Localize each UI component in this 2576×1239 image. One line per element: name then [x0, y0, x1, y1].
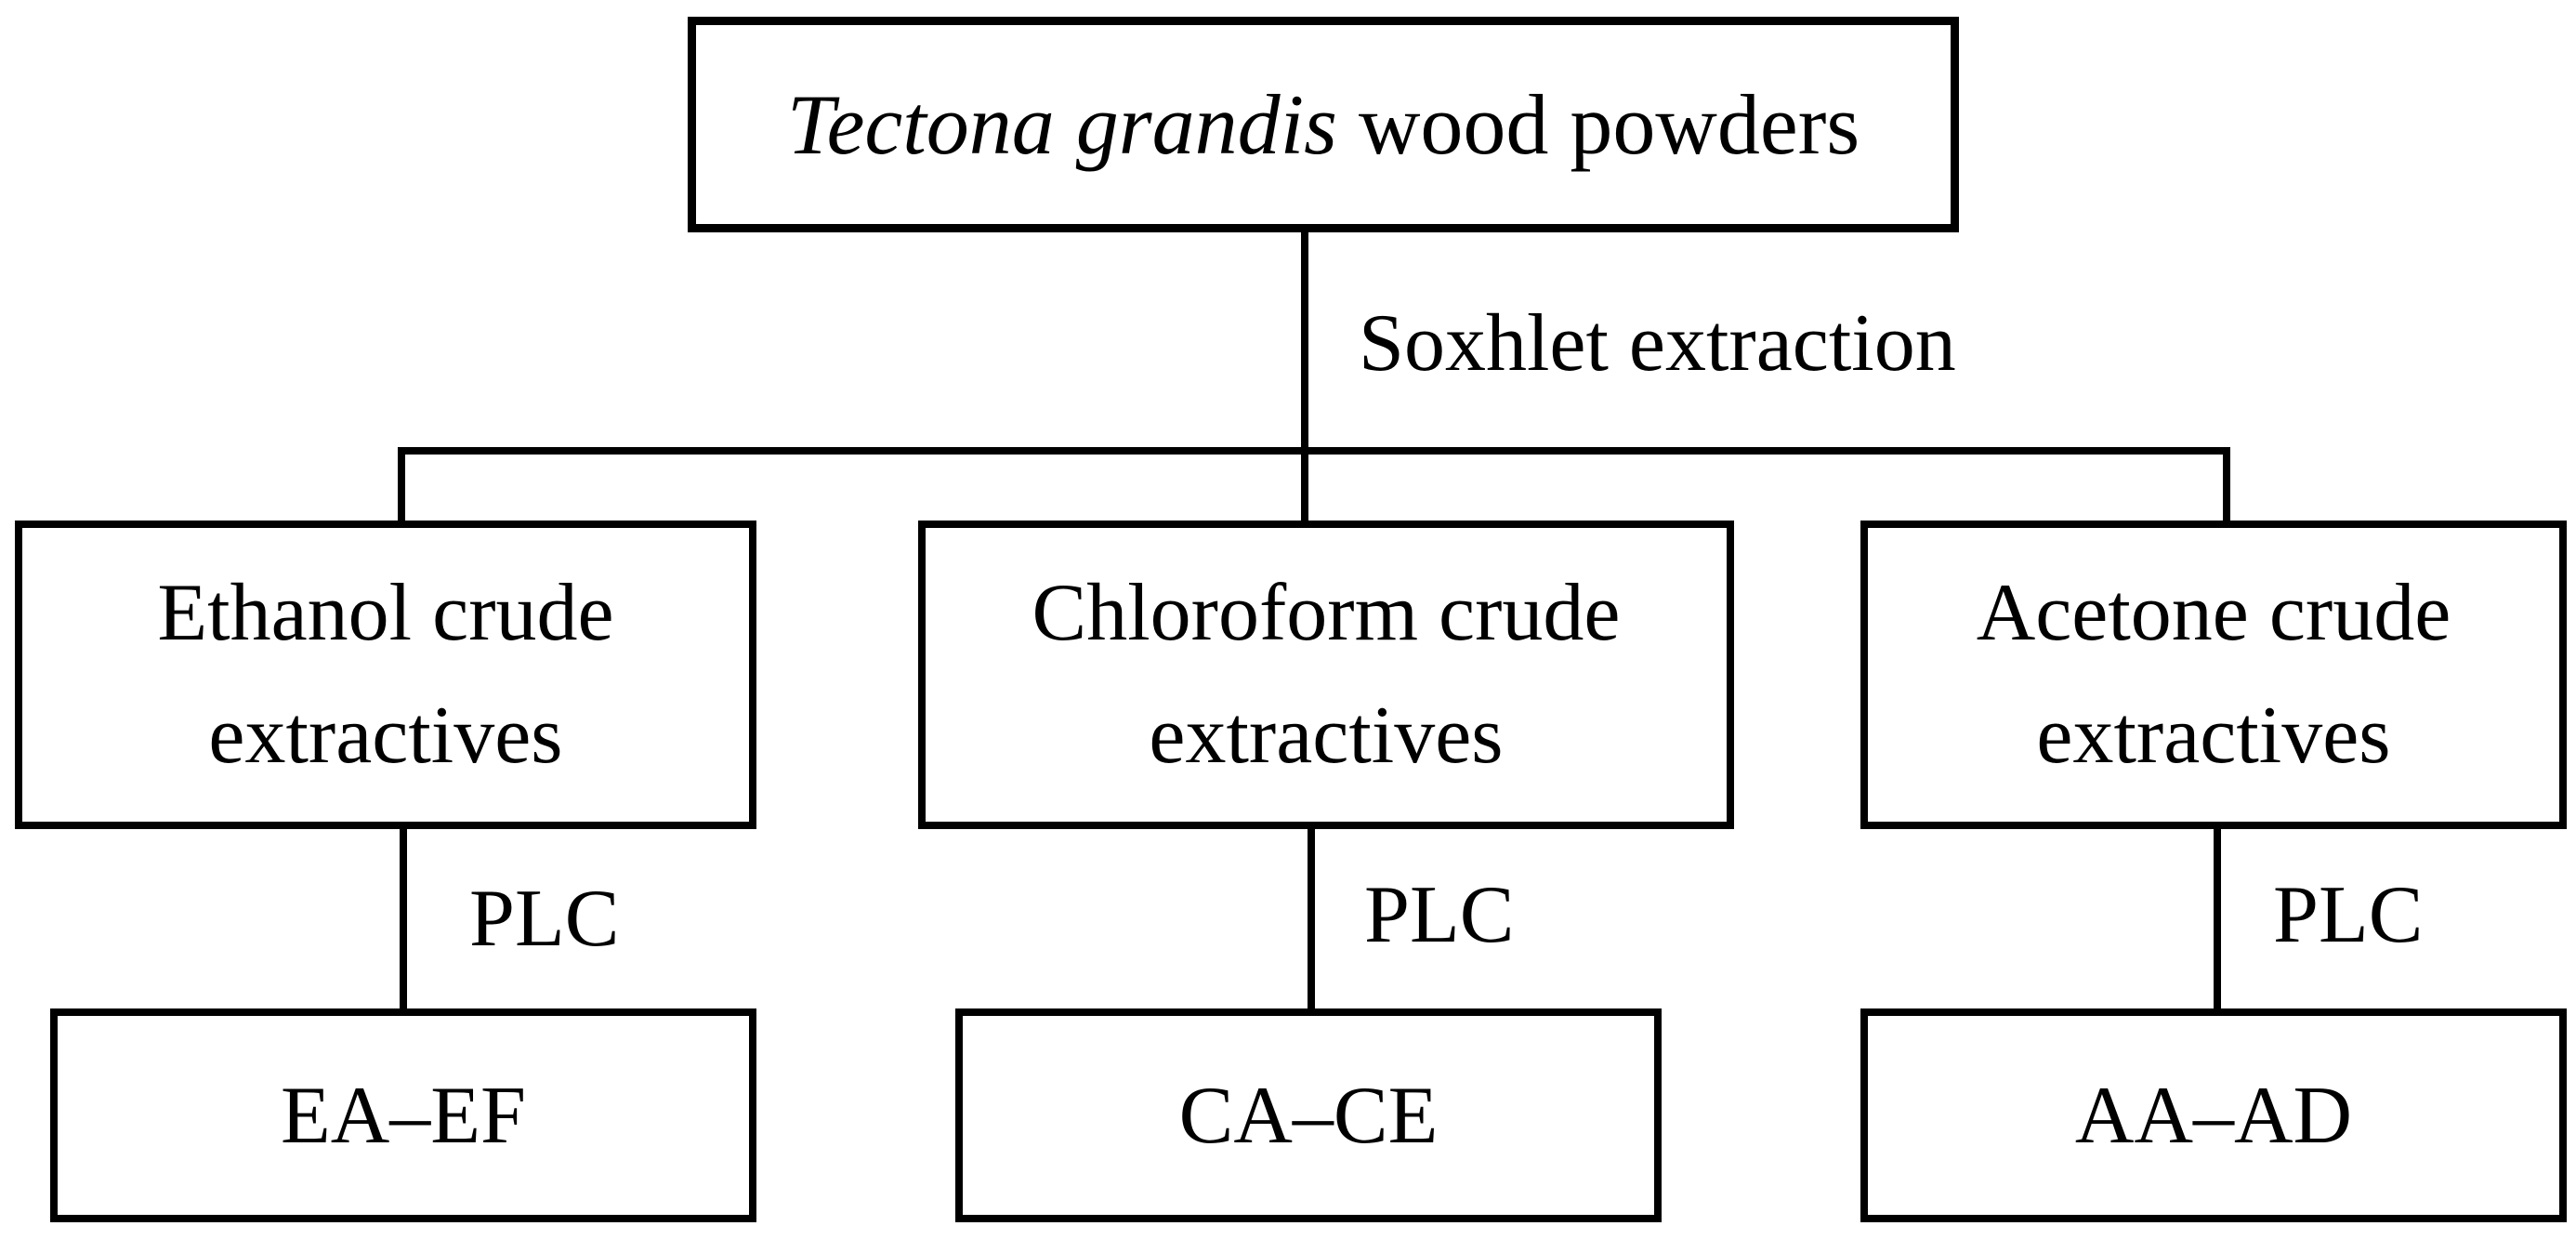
acetone-extractives-line1: Acetone crude	[1976, 568, 2451, 658]
ethanol-plc-line	[400, 827, 407, 1010]
chloroform-fractions-box: CA–CE	[955, 1008, 1662, 1222]
ethanol-extractives-line1: Ethanol crude	[157, 568, 614, 658]
acetone-extractives-line2: extractives	[2036, 691, 2391, 781]
chloroform-plc-line	[1308, 827, 1315, 1010]
acetone-plc-line	[2214, 827, 2221, 1010]
ethanol-plc-label: PLC	[469, 874, 620, 964]
acetone-fractions-box: AA–AD	[1860, 1008, 2567, 1222]
ethanol-fractions-box: EA–EF	[50, 1008, 756, 1222]
ethanol-extractives-box: Ethanol crude extractives	[15, 521, 756, 829]
acetone-fractions-label: AA–AD	[2074, 1070, 2353, 1161]
chloroform-fractions-label: CA–CE	[1178, 1070, 1439, 1161]
distribution-line	[398, 447, 2230, 455]
ethanol-fractions-label: EA–EF	[281, 1070, 526, 1161]
chloroform-plc-label: PLC	[1364, 870, 1515, 960]
chloroform-extractives-line1: Chloroform crude	[1032, 568, 1621, 658]
chloroform-extractives-line2: extractives	[1149, 691, 1504, 781]
root-stem-line	[1301, 231, 1308, 524]
ethanol-extractives-line2: extractives	[208, 691, 563, 781]
soxhlet-extraction-label: Soxhlet extraction	[1359, 298, 1956, 389]
root-box: Tectona grandis wood powders	[688, 17, 1959, 232]
acetone-plc-label: PLC	[2273, 870, 2424, 960]
chloroform-extractives-box: Chloroform crude extractives	[918, 521, 1734, 829]
species-name: Tectona grandis	[786, 77, 1337, 172]
root-title-rest: wood powders	[1336, 77, 1860, 172]
acetone-extractives-box: Acetone crude extractives	[1860, 521, 2567, 829]
right-branch-drop-line	[2223, 447, 2230, 526]
left-branch-drop-line	[398, 447, 405, 526]
